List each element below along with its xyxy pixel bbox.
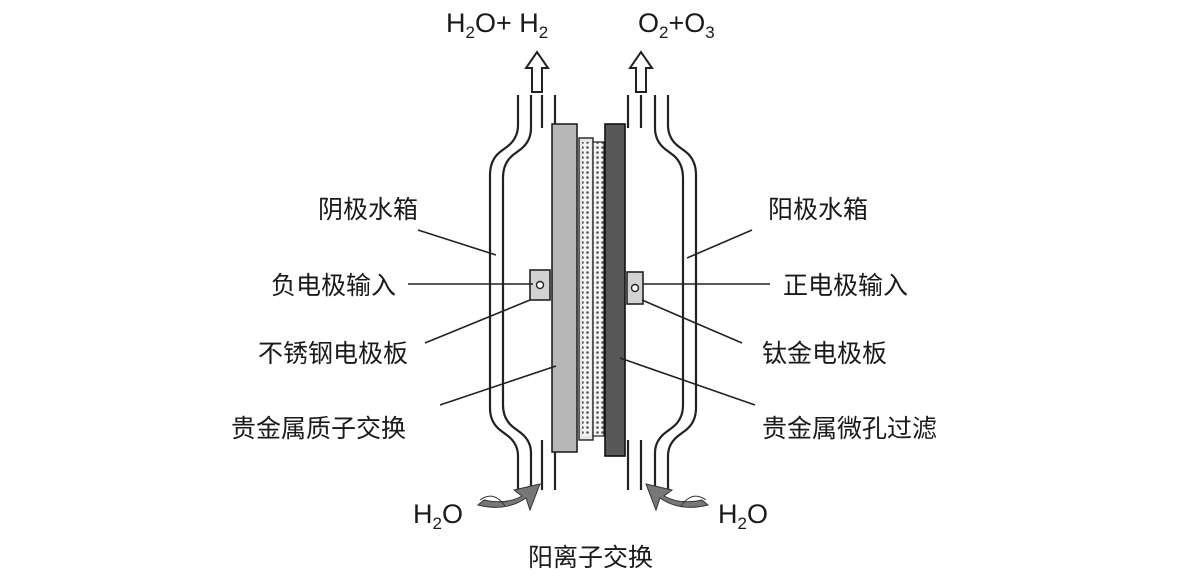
negative-input-label: 负电极输入 — [271, 271, 396, 300]
vessel-left-wall — [488, 95, 533, 490]
titanium-plate — [604, 123, 626, 457]
negative-terminal — [529, 269, 551, 301]
micropore-filter — [592, 141, 605, 437]
inlet-arrow-right-icon — [645, 483, 710, 512]
outlet-arrow-right-icon — [628, 50, 654, 93]
bottom-right-formula: H2O — [718, 499, 768, 533]
titanium-plate-label: 钛金电极板 — [762, 339, 887, 368]
leader-lines — [408, 229, 770, 406]
stainless-plate-label: 不锈钢电极板 — [258, 339, 408, 368]
anode-tank-label: 阳极水箱 — [768, 195, 868, 224]
proton-exchange-label: 贵金属质子交换 — [231, 414, 406, 443]
positive-input-label: 正电极输入 — [783, 271, 908, 300]
micropore-filter-label: 贵金属微孔过滤 — [762, 414, 937, 443]
proton-exchange-membrane — [582, 142, 591, 436]
outlet-arrow-left-icon — [524, 50, 550, 93]
inlet-arrow-left-icon — [476, 483, 541, 512]
stainless-steel-plate — [551, 123, 578, 453]
cathode-tank-label: 阴极水箱 — [318, 195, 418, 224]
vessel-right-wall — [653, 95, 698, 490]
top-right-formula: O2+O3 — [638, 8, 715, 42]
positive-terminal — [626, 271, 644, 305]
top-left-formula: H2O+ H2 — [446, 8, 548, 42]
cation-exchange-label: 阳离子交换 — [528, 543, 653, 572]
bottom-left-formula: H2O — [413, 499, 463, 533]
